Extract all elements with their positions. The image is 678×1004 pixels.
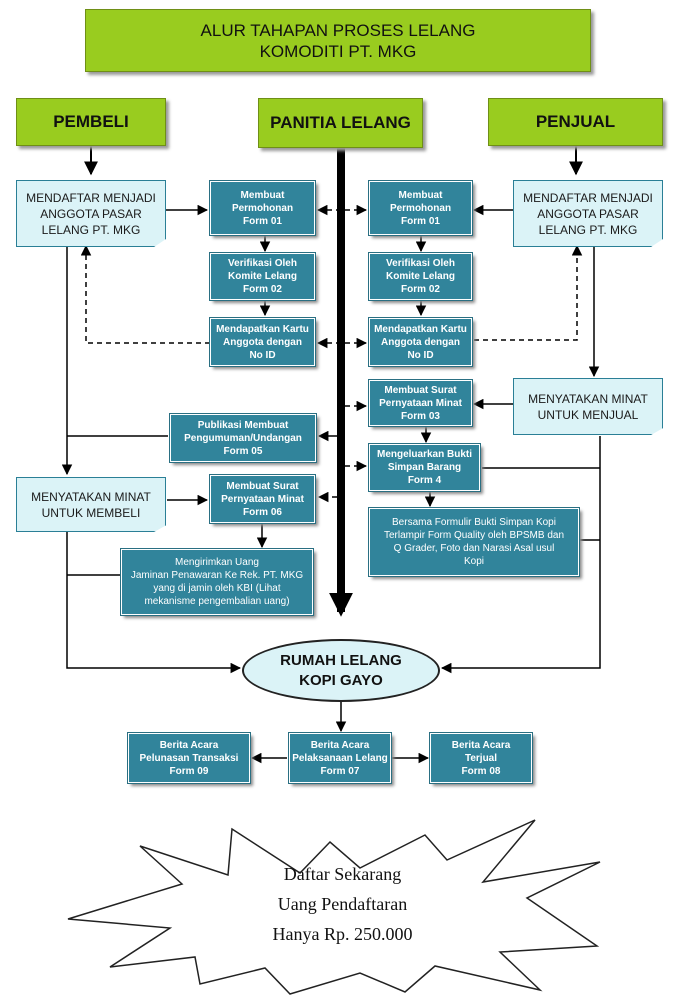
penjual-daftar-box: MENDAFTAR MENJADI ANGGOTA PASAR LELANG P… bbox=[513, 180, 663, 247]
pembeli-daftar-box: MENDAFTAR MENJADI ANGGOTA PASAR LELANG P… bbox=[16, 180, 166, 247]
right-kartu-anggota: Mendapatkan Kartu Anggota dengan No ID bbox=[368, 317, 473, 367]
bukti-simpan-form4: Mengeluarkan Bukti Simpan Barang Form 4 bbox=[368, 443, 481, 492]
berita-pelunasan-form09: Berita Acara Pelunasan Transaksi Form 09 bbox=[127, 732, 251, 784]
dashed-kartu-to-pembeli bbox=[80, 244, 210, 344]
promo-text: Daftar Sekarang Uang Pendaftaran Hanya R… bbox=[225, 856, 460, 952]
right-permohonan-form01: Membuat Permohonan Form 01 bbox=[368, 180, 473, 236]
penjual-minat-box: MENYATAKAN MINAT UNTUK MENJUAL bbox=[513, 378, 663, 435]
formulir-bukti-simpan-box: Bersama Formulir Bukti Simpan Kopi Terla… bbox=[368, 507, 580, 577]
page-title: ALUR TAHAPAN PROSES LELANG KOMODITI PT. … bbox=[85, 9, 591, 72]
surat-minat-form06: Membuat Surat Pernyataan Minat Form 06 bbox=[209, 474, 316, 524]
promo-line-2: Uang Pendaftaran bbox=[277, 894, 408, 914]
publikasi-form05: Publikasi Membuat Pengumuman/Undangan Fo… bbox=[169, 413, 317, 463]
promo-line-1: Daftar Sekarang bbox=[283, 864, 402, 884]
left-kartu-anggota: Mendapatkan Kartu Anggota dengan No ID bbox=[209, 317, 316, 367]
surat-minat-form03: Membuat Surat Pernyataan Minat Form 03 bbox=[368, 379, 473, 427]
left-verifikasi-form02: Verifikasi Oleh Komite Lelang Form 02 bbox=[209, 252, 316, 301]
header-pembeli: PEMBELI bbox=[16, 98, 166, 146]
jaminan-penawaran-box: Mengirimkan Uang Jaminan Penawaran Ke Re… bbox=[120, 548, 314, 616]
berita-pelaksanaan-form07: Berita Acara Pelaksanaan Lelang Form 07 bbox=[288, 732, 392, 784]
promo-line-3: Hanya Rp. 250.000 bbox=[272, 924, 413, 944]
promo-starburst bbox=[67, 819, 601, 995]
berita-terjual-form08: Berita Acara Terjual Form 08 bbox=[429, 732, 533, 784]
rumah-lelang-ellipse: RUMAH LELANG KOPI GAYO bbox=[242, 639, 440, 702]
line-pembeli-to-rumah bbox=[66, 531, 242, 674]
right-verifikasi-form02: Verifikasi Oleh Komite Lelang Form 02 bbox=[368, 252, 473, 301]
header-penjual: PENJUAL bbox=[488, 98, 663, 146]
header-panitia-lelang: PANITIA LELANG bbox=[258, 98, 423, 148]
dashed-kartu-to-penjual bbox=[474, 244, 583, 341]
pembeli-minat-box: MENYATAKAN MINAT UNTUK MEMBELI bbox=[16, 477, 166, 532]
left-permohonan-form01: Membuat Permohonan Form 01 bbox=[209, 180, 316, 236]
line-penjual-to-rumah bbox=[440, 436, 601, 674]
